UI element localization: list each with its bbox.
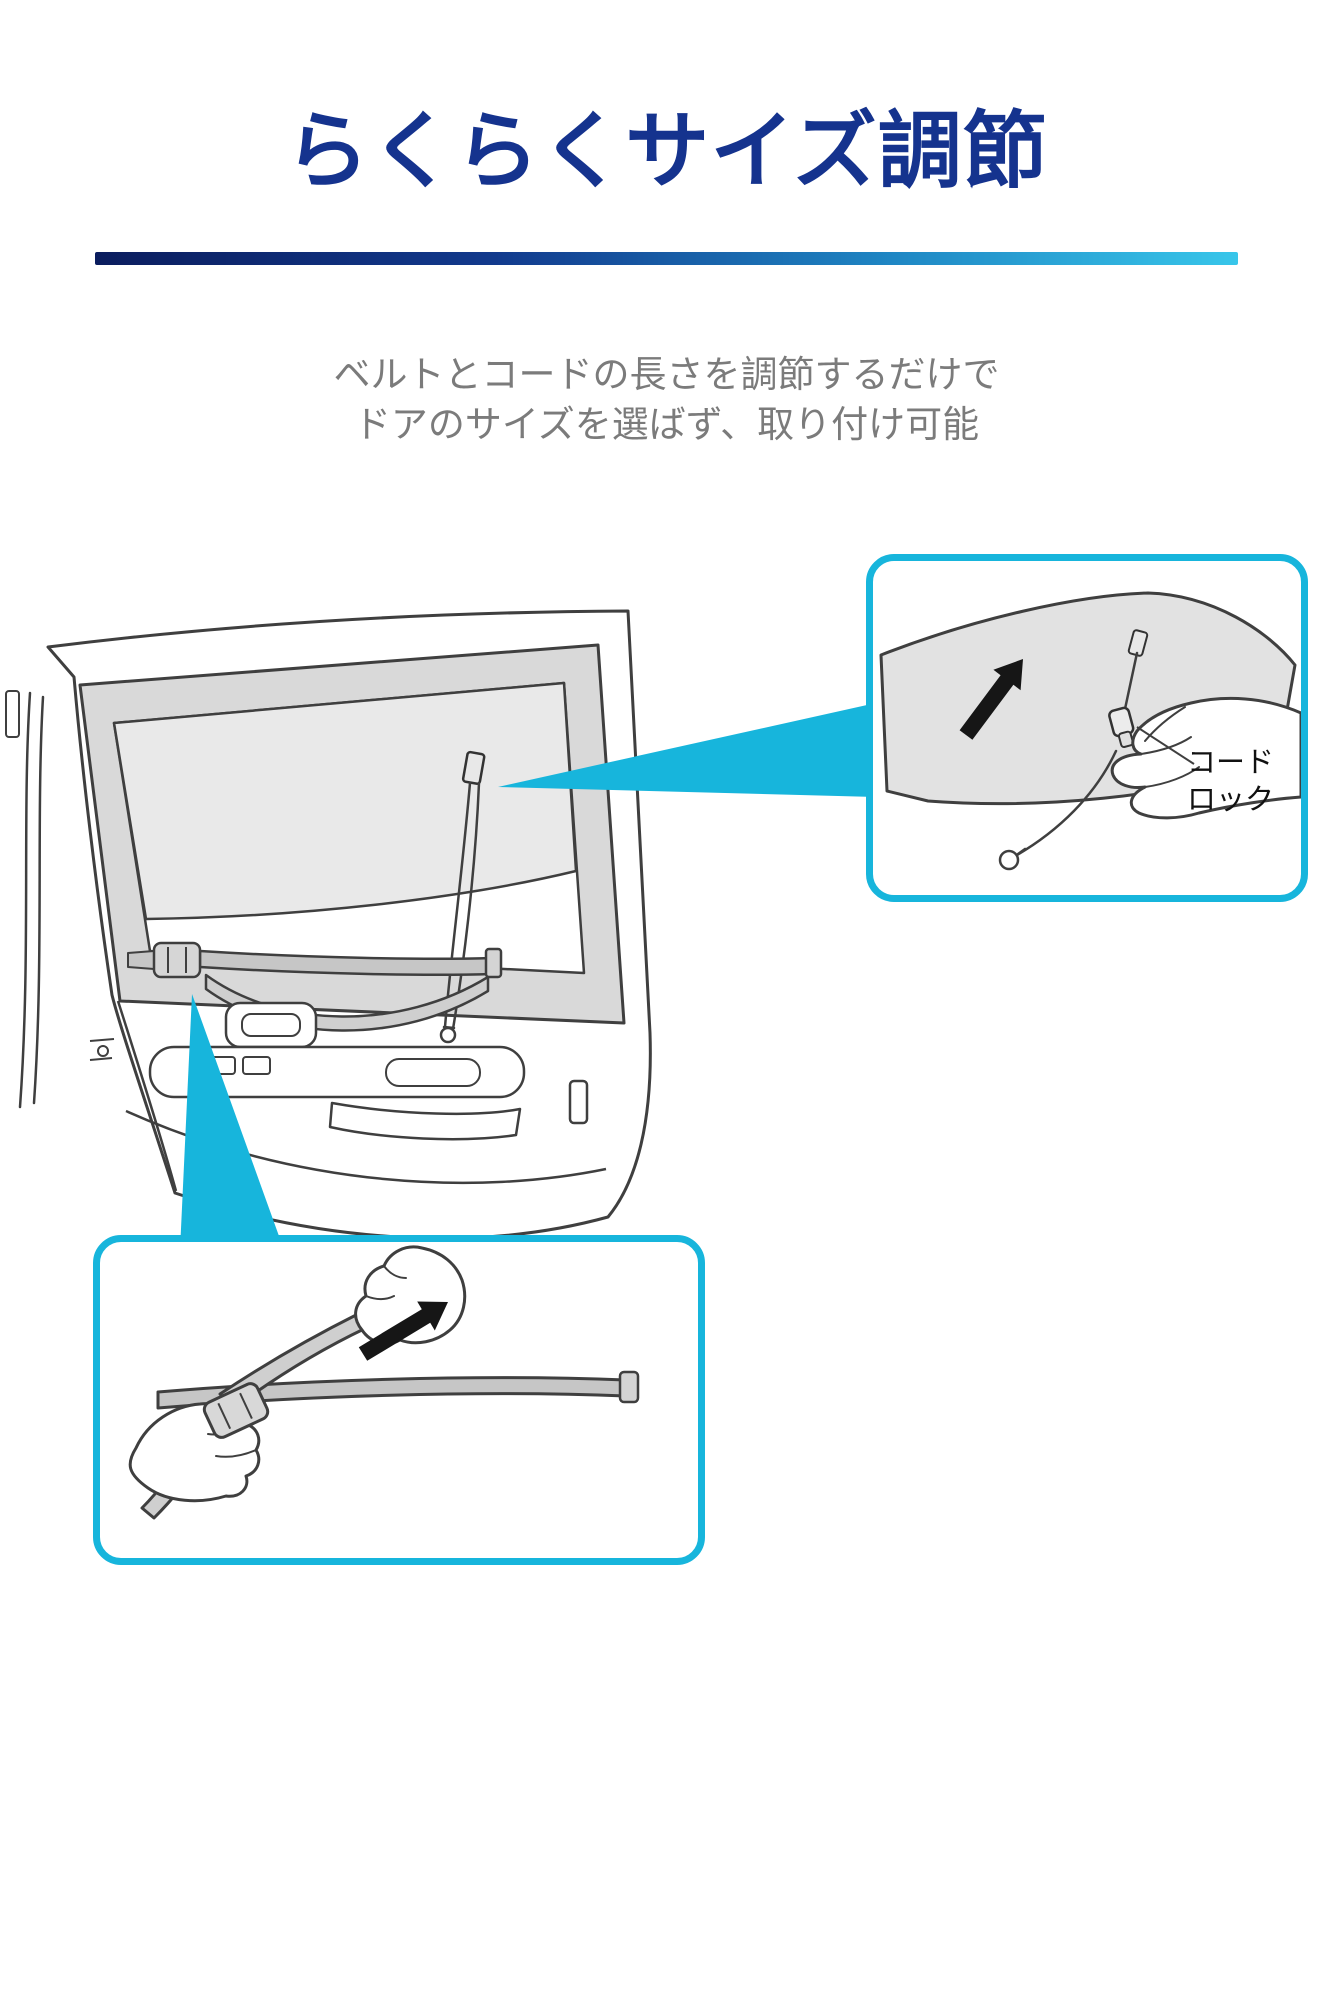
cord-lock-label-line-1: コード: [1187, 747, 1275, 779]
sunshade-curtain: [112, 681, 578, 921]
door-pocket: [328, 1101, 522, 1141]
callout-wedge-belt: [180, 994, 284, 1250]
inset-cord-lock: コード ロック: [866, 554, 1308, 902]
callout-wedge-cord: [498, 703, 876, 797]
subtitle: ベルトとコードの長さを調節するだけで ドアのサイズを選ばず、取り付け可能: [0, 350, 1333, 450]
pull-arrow-icon: [358, 1301, 448, 1361]
belt-buckle: [202, 1382, 270, 1439]
subtitle-line-2: ドアのサイズを選ばず、取り付け可能: [353, 404, 980, 445]
belt-adjust-illustration: [128, 1245, 640, 1520]
cord-lock-illustration: [879, 591, 1301, 871]
cord-lock-label: コード ロック: [1187, 745, 1297, 819]
callout-wedge-shape: [180, 994, 284, 1250]
cord-lock-device: [1108, 706, 1135, 748]
cord-clip: [461, 750, 486, 785]
cord-lower: [998, 749, 1118, 871]
page-title: らくらくサイズ調節: [285, 104, 1048, 198]
belt-adjuster: [484, 947, 503, 979]
cord-lock-label-line-2: ロック: [1187, 784, 1275, 816]
subtitle-line-1: ベルトとコードの長さを調節するだけで: [333, 354, 1000, 395]
gradient-divider: [95, 252, 1238, 265]
callout-wedge-shape: [498, 703, 876, 797]
callout-leader-line: [1136, 726, 1195, 765]
cord-clip: [1127, 629, 1149, 657]
cord-upper: [1123, 651, 1139, 711]
inset-belt-adjust: [93, 1235, 705, 1565]
door-pillar-seal: [5, 690, 45, 1109]
pull-arrow-icon: [959, 659, 1023, 740]
belt-end-keeper: [618, 1370, 640, 1404]
door-panel-details: [89, 1000, 607, 1192]
belt-buckle: [152, 941, 202, 979]
car-door-illustration: [5, 609, 652, 1240]
